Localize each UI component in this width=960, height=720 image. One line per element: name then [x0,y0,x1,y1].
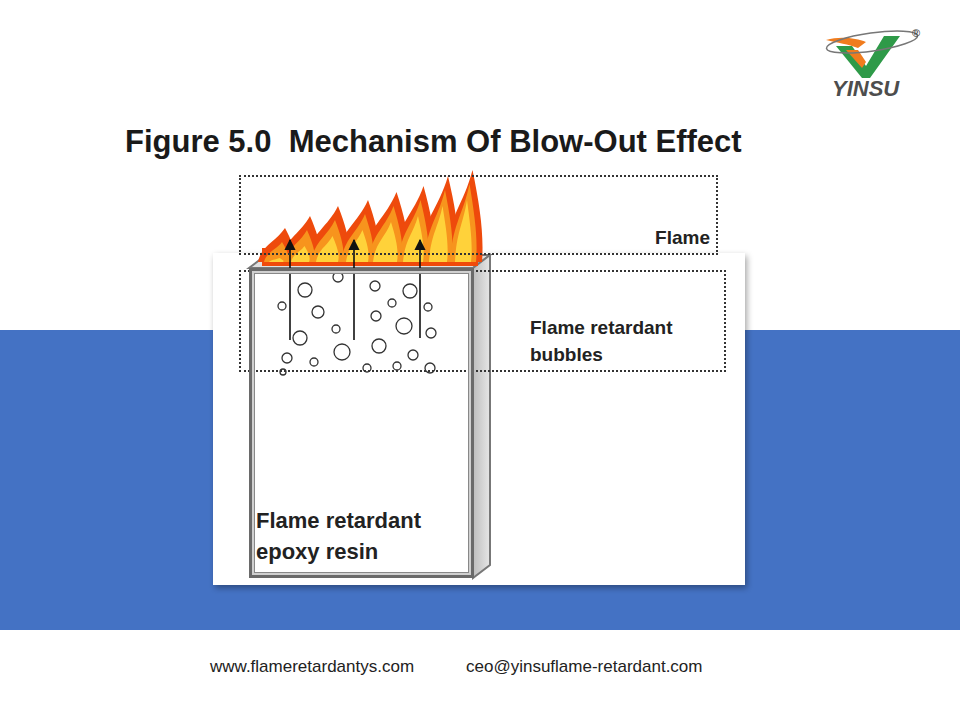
node-label: Flame retardant epoxy resin [256,505,468,567]
bubbles-region: Flame retardant bubbles [239,270,726,372]
website: www.flameretardantys.com [210,657,414,677]
flame-region: Flame [239,175,718,255]
email: ceo@yinsuflame-retardant.com [466,657,702,677]
bubbles-drawing [278,272,436,375]
node-label: Flame retardant bubbles [530,314,720,368]
logo-name: YINSU [832,76,899,102]
rising-arrows [290,240,420,340]
box-side-face [473,255,490,578]
white-panel [213,253,745,585]
epoxy-resin-block: Flame retardant epoxy resin [249,268,474,578]
logo-mark [825,27,919,78]
node-label: Flame [655,226,710,250]
registered-mark: ® [912,27,920,39]
flame-drawing [258,170,483,266]
figure-title: Figure 5.0 Mechanism Of Blow-Out Effect [125,124,742,160]
